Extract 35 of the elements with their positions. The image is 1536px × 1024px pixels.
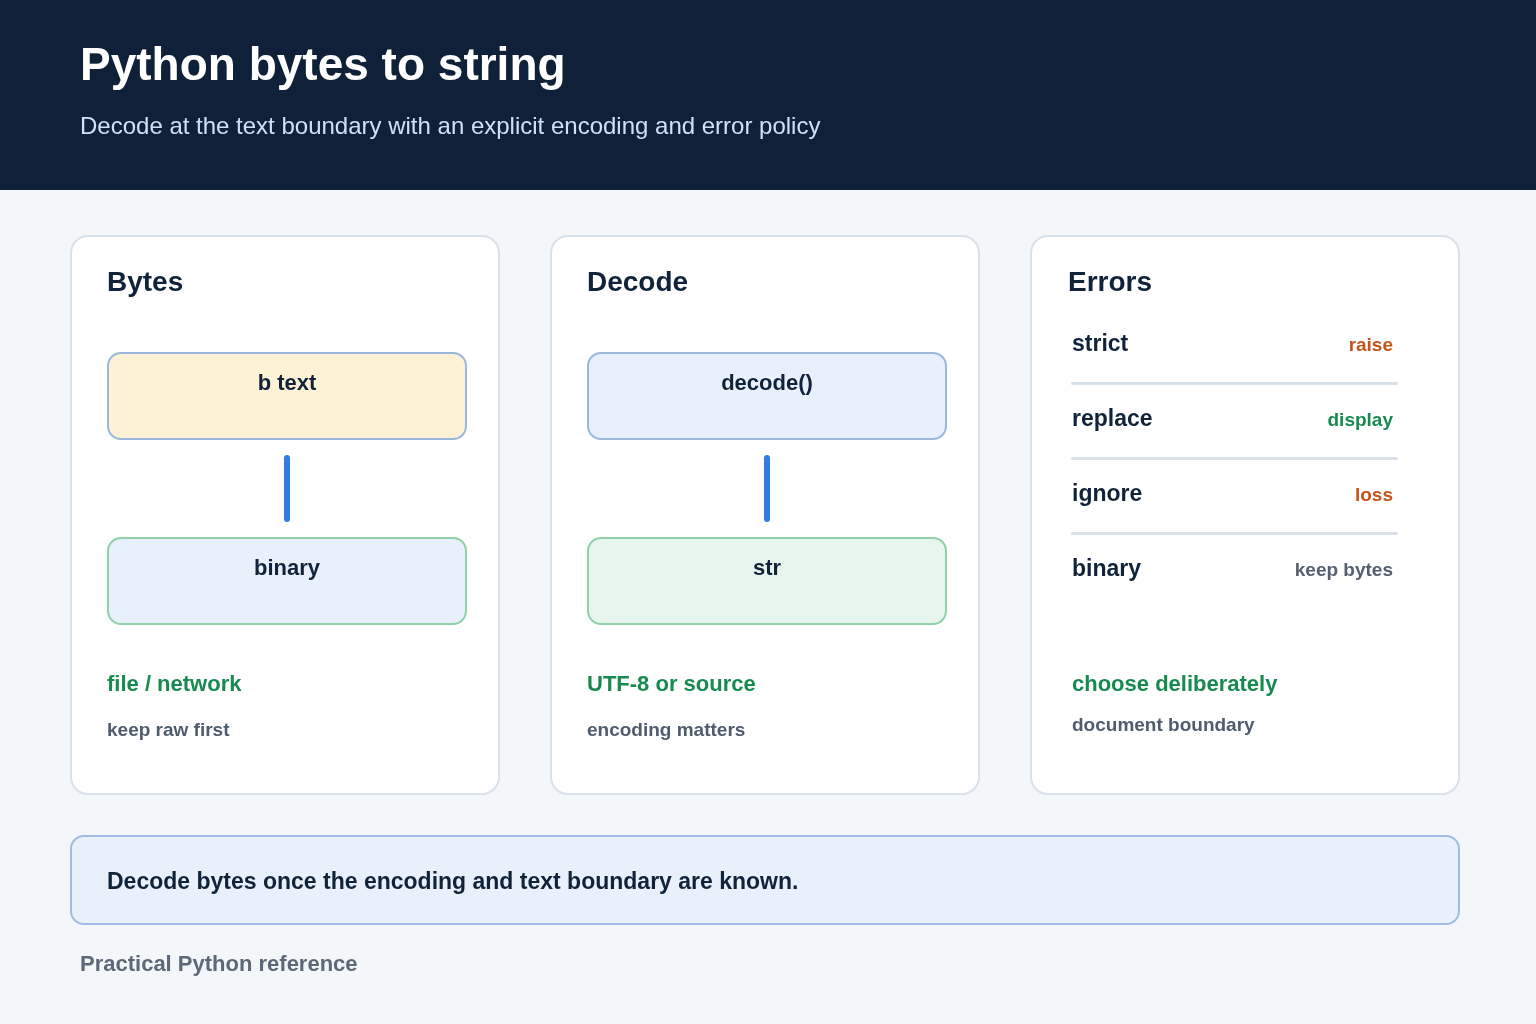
panel-note: UTF-8 or source <box>587 671 756 697</box>
connector-line <box>764 455 770 522</box>
option-name: strict <box>1072 330 1129 357</box>
panel-heading: Bytes <box>107 266 184 298</box>
footer-note: Practical Python reference <box>80 951 358 977</box>
panel-heading: Errors <box>1068 266 1153 298</box>
page-title: Python bytes to string <box>80 38 566 91</box>
panel-card <box>1030 235 1460 795</box>
option-name: replace <box>1072 405 1153 432</box>
option-effect: keep bytes <box>1294 559 1393 581</box>
panel-heading: Decode <box>587 266 689 298</box>
panel-card <box>550 235 980 795</box>
node-label: decode() <box>720 370 814 396</box>
option-effect: raise <box>1348 334 1393 356</box>
panel-subnote: document boundary <box>1072 714 1255 736</box>
connector-line <box>284 455 290 522</box>
option-name: ignore <box>1072 480 1143 507</box>
node-label: str <box>751 555 783 581</box>
process-box <box>107 352 467 440</box>
process-box <box>107 537 467 625</box>
node-label: binary <box>253 555 321 581</box>
panel-subnote: keep raw first <box>107 719 230 741</box>
summary-banner <box>70 835 1460 925</box>
option-effect: loss <box>1354 484 1393 506</box>
panel-card <box>70 235 500 795</box>
process-box <box>587 352 947 440</box>
summary-text: Decode bytes once the encoding and text boundary are known. <box>107 868 799 895</box>
panel-subnote: encoding matters <box>587 719 746 741</box>
panel-note: file / network <box>107 671 242 697</box>
option-name: binary <box>1072 555 1142 582</box>
node-label: b text <box>256 370 318 396</box>
subtitle: Decode at the text boundary with an explicit encoding and error policy <box>80 112 821 140</box>
panel-note: choose deliberately <box>1072 671 1278 697</box>
option-effect: display <box>1327 409 1393 431</box>
process-box <box>587 537 947 625</box>
